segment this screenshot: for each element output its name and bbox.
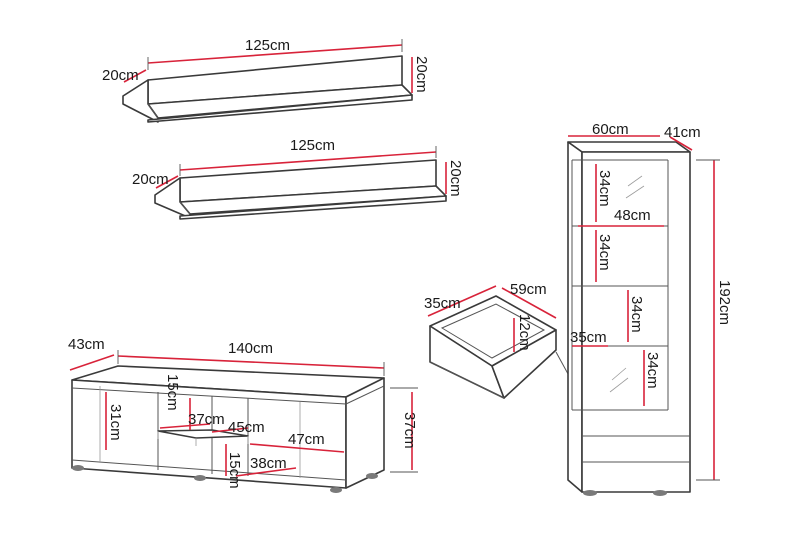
cabinet-shelf-depth-label: 35cm	[570, 329, 607, 346]
cabinet-compartment-4-label: 34cm	[644, 352, 661, 389]
shelf-bottom-width-label: 125cm	[290, 137, 335, 154]
tv-bench-shelf-depth-dim	[211, 427, 249, 433]
cabinet-inner-width-label: 48cm	[614, 207, 651, 224]
shelf-bottom-width-dim	[179, 151, 437, 171]
cabinet-compartment-1-label: 34cm	[596, 170, 613, 207]
cabinet-compartment-3-label: 34cm	[628, 296, 645, 333]
cabinet-depth-label: 41cm	[664, 124, 701, 141]
tv-bench-shelf-depth-label: 45cm	[228, 419, 265, 436]
tv-bench-shelf-gap2-label: 15cm	[226, 452, 243, 489]
drawer-depth-label: 35cm	[424, 295, 461, 312]
tv-bench-compartment-label: 37cm	[188, 411, 225, 428]
shelf-top-depth-dim	[123, 69, 147, 83]
shelf-bottom-depth-dim	[155, 175, 179, 189]
tv-bench-compartment-dim	[159, 423, 211, 429]
drawer-height-label: 12cm	[516, 314, 533, 351]
tv-bench: 43cm 140cm 37cm 31cm 15cm 15cm 37cm 45cm…	[68, 336, 418, 493]
tall-cabinet: 60cm 41cm 192cm 48cm 35cm 34cm 34cm 34cm…	[567, 121, 733, 496]
tv-bench-inner-height-label: 31cm	[107, 404, 124, 441]
tv-bench-depth-dim	[69, 354, 115, 371]
tv-bench-depth-label: 43cm	[68, 336, 105, 353]
cabinet-depth-dim	[669, 136, 693, 151]
cabinet-height-label: 192cm	[716, 280, 733, 325]
tv-bench-width-dim	[117, 355, 385, 369]
tv-bench-lower-width-dim	[235, 467, 297, 477]
tv-bench-right-width-label: 47cm	[288, 431, 325, 448]
drawer-width-dim	[501, 287, 557, 319]
tv-bench-shelf-gap-label: 15cm	[164, 374, 181, 411]
cabinet-width-label: 60cm	[592, 121, 629, 138]
drawer: 35cm 59cm 12cm	[424, 281, 591, 415]
shelf-bottom-height-label: 20cm	[447, 160, 464, 197]
tv-bench-width-label: 140cm	[228, 340, 273, 357]
tv-bench-lower-width-label: 38cm	[250, 455, 287, 472]
shelf-top-height-label: 20cm	[413, 56, 430, 93]
shelf-bottom-depth-label: 20cm	[132, 171, 169, 188]
shelf-top: 125cm 20cm 20cm	[102, 37, 430, 123]
cabinet-compartment-2-label: 34cm	[596, 234, 613, 271]
shelf-top-width-dim	[147, 44, 403, 64]
tv-bench-height-label: 37cm	[401, 412, 418, 449]
shelf-bottom: 125cm 20cm 20cm	[132, 137, 464, 220]
shelf-top-width-label: 125cm	[245, 37, 290, 54]
drawer-width-label: 59cm	[510, 281, 547, 298]
shelf-top-depth-label: 20cm	[102, 67, 139, 84]
drawer-depth-dim	[427, 285, 497, 317]
tv-bench-right-width-dim	[249, 443, 345, 453]
